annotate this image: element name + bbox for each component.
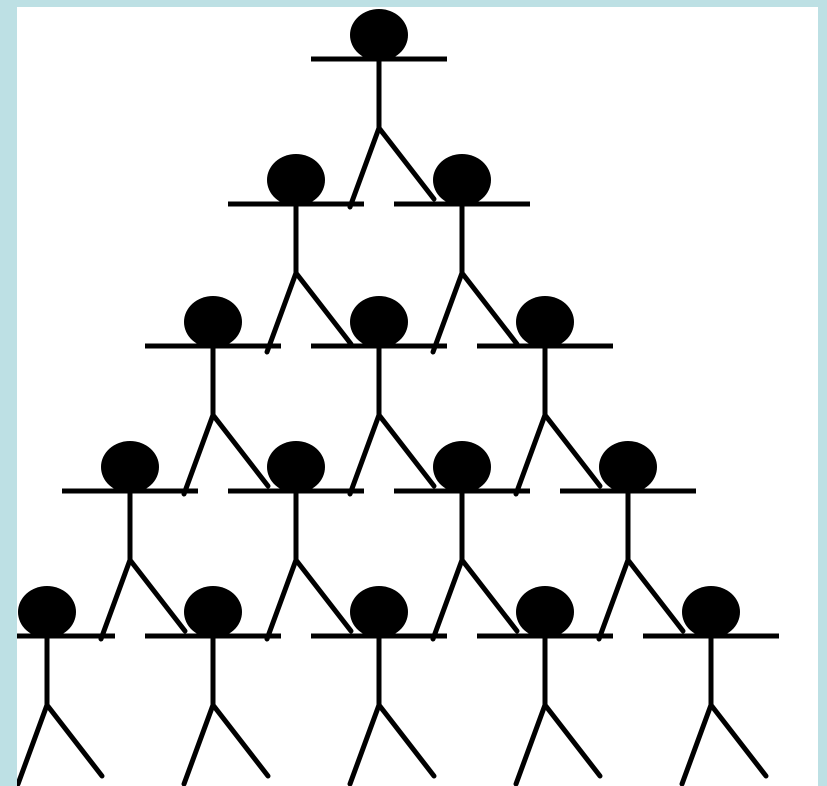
figure-right-leg: [130, 560, 185, 631]
figure-left-leg: [350, 128, 379, 207]
stick-figure: [477, 586, 613, 784]
figure-left-leg: [516, 415, 545, 494]
figure-head: [267, 441, 325, 493]
figure-head: [101, 441, 159, 493]
stick-figure: [228, 154, 364, 352]
stick-figure: [311, 296, 447, 494]
stick-figure: [560, 441, 696, 639]
human-pyramid-diagram: [17, 7, 818, 786]
figure-left-leg: [267, 273, 296, 352]
stick-figure: [643, 586, 779, 784]
figure-right-leg: [711, 705, 766, 776]
figure-left-leg: [184, 415, 213, 494]
figure-head: [682, 586, 740, 638]
figure-right-leg: [379, 415, 434, 486]
stick-figure: [477, 296, 613, 494]
stick-figure: [145, 296, 281, 494]
stick-figure: [228, 441, 364, 639]
figure-right-leg: [545, 415, 600, 486]
figure-left-leg: [101, 560, 130, 639]
stick-figure: [394, 441, 530, 639]
figure-left-leg: [350, 415, 379, 494]
figure-head: [516, 586, 574, 638]
figure-head: [267, 154, 325, 206]
diagram-canvas: [17, 7, 818, 786]
figure-left-leg: [267, 560, 296, 639]
figure-left-leg: [433, 273, 462, 352]
figure-left-leg: [516, 705, 545, 784]
figure-right-leg: [213, 705, 268, 776]
figure-right-leg: [47, 705, 102, 776]
figure-left-leg: [184, 705, 213, 784]
figure-right-leg: [379, 128, 434, 199]
stick-figure: [311, 586, 447, 784]
stick-figure: [145, 586, 281, 784]
figure-left-leg: [350, 705, 379, 784]
figure-right-leg: [296, 560, 351, 631]
stick-figure: [311, 9, 447, 207]
figure-right-leg: [545, 705, 600, 776]
figure-head: [599, 441, 657, 493]
figure-head: [350, 296, 408, 348]
figure-right-leg: [213, 415, 268, 486]
figure-head: [433, 441, 491, 493]
figure-right-leg: [296, 273, 351, 344]
figure-head: [184, 586, 242, 638]
figure-right-leg: [379, 705, 434, 776]
figure-head: [18, 586, 76, 638]
stick-figure: [17, 586, 115, 784]
figure-right-leg: [628, 560, 683, 631]
figure-head: [350, 9, 408, 61]
figure-right-leg: [462, 273, 517, 344]
figure-left-leg: [599, 560, 628, 639]
figure-head: [433, 154, 491, 206]
figure-head: [184, 296, 242, 348]
stick-figure: [394, 154, 530, 352]
figure-right-leg: [462, 560, 517, 631]
figure-head: [350, 586, 408, 638]
figure-head: [516, 296, 574, 348]
figure-left-leg: [682, 705, 711, 784]
figure-left-leg: [433, 560, 462, 639]
stick-figure: [62, 441, 198, 639]
figure-left-leg: [18, 705, 47, 784]
